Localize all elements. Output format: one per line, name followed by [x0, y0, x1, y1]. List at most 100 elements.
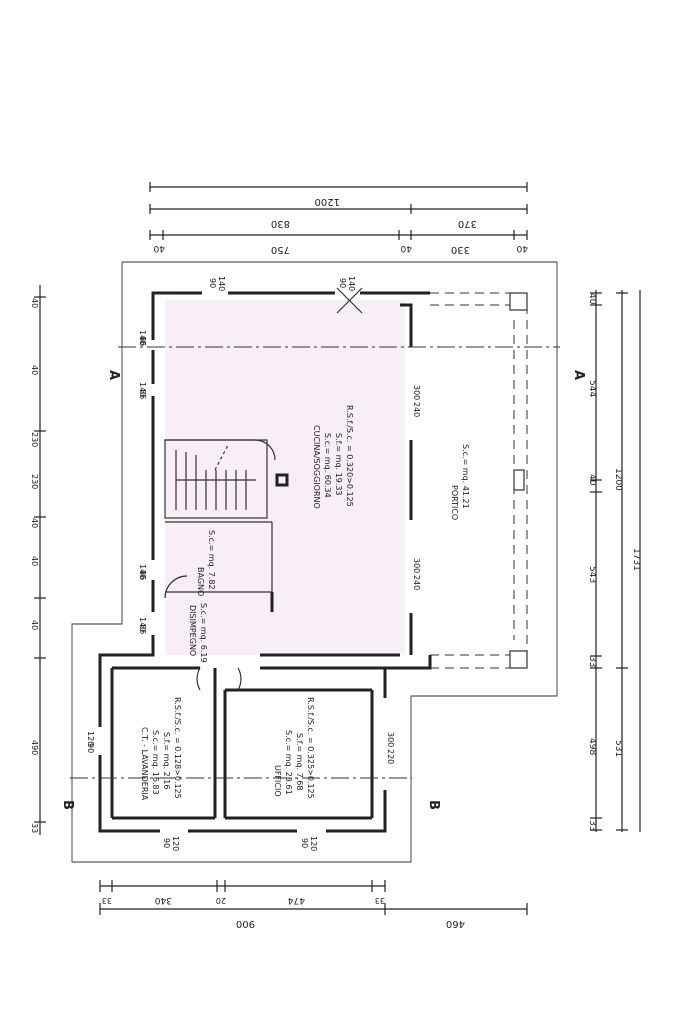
- room-portico-name: PORTICO: [450, 485, 459, 520]
- dim-left-8: 490: [30, 740, 39, 755]
- w-top2-b: 140: [347, 276, 356, 291]
- top-dimensions: 1200 830 370 40 750 40 330 40: [149, 182, 528, 255]
- chimney-mark: [336, 287, 363, 314]
- room-disimpegno-sc: S.c.= mq. 6.19: [199, 603, 208, 663]
- w-left4-a: 140: [138, 617, 147, 632]
- w-left5-a: 120: [86, 731, 95, 746]
- bottom-dimensions: 33 340 20 474 33 900 460: [99, 880, 528, 929]
- room-ufficio-rs: R.S.f./S.c. = 0.325>0.125: [306, 697, 315, 799]
- portico-outline: [430, 292, 528, 669]
- w-right1-b: 240: [412, 402, 421, 417]
- dim-right-544: 544: [587, 380, 597, 397]
- room-portico: PORTICO S.c.= mq. 41.21: [450, 444, 470, 520]
- room-ufficio-sf: S.f.= mq. 7.68: [295, 733, 304, 790]
- dim-bot-460: 460: [446, 918, 465, 929]
- room-lavanderia-sc: S.c.= mq. 16.83: [151, 730, 160, 795]
- dim-top-370: 370: [458, 218, 477, 229]
- dim-left-7: 40: [30, 620, 39, 630]
- room-disimpegno-name: DISIMPEGNO: [188, 605, 197, 656]
- w-top1-b: 140: [217, 276, 226, 291]
- section-a-right: A: [571, 370, 586, 380]
- w-left4-b: 86: [138, 624, 147, 634]
- w-right2-b: 240: [412, 575, 421, 590]
- w-bot1-a: 90: [162, 838, 171, 848]
- w-top1-a: 90: [208, 278, 217, 288]
- room-disimpegno: DISIMPEGNO S.c.= mq. 6.19: [188, 603, 208, 663]
- room-cucina-rs: R.S.f./S.c. = 0.320>0.125: [345, 405, 354, 507]
- left-dimensions: 40 40 230 230 40 40 40 490 33: [30, 285, 46, 835]
- w-bot1-b: 120: [171, 836, 180, 851]
- dim-right-1200: 1200: [613, 468, 623, 491]
- room-bagno-sc: S.c.= mq. 7.82: [207, 530, 216, 590]
- dim-top-40-b: 40: [400, 243, 412, 253]
- dim-left-4: 230: [30, 474, 39, 489]
- room-lavanderia-sf: S.f.= mq. 2.16: [162, 732, 171, 789]
- w-left1-a: 140: [138, 330, 147, 345]
- w-left1-b: 86: [138, 336, 147, 346]
- dim-top-40-c: 40: [516, 243, 528, 253]
- room-cucina-sc: S.c.= mq. 60.34: [323, 433, 332, 498]
- room-ufficio: UFFICIO S.c.= mq. 23.61 S.f.= mq. 7.68 R…: [273, 697, 315, 799]
- w-right3-a: 300: [386, 732, 395, 747]
- dim-right-1731: 1731: [631, 548, 641, 571]
- w-left3-b: 86: [138, 570, 147, 580]
- opening-labels: 90 140 90 140 140 86 140 86 140 86 140 8…: [86, 276, 421, 851]
- dim-top-830: 830: [271, 218, 290, 229]
- dim-bot-20: 20: [216, 896, 226, 905]
- dim-left-1: 40: [30, 298, 39, 308]
- w-right1-a: 300: [412, 385, 421, 400]
- w-bot2-b: 120: [309, 836, 318, 851]
- walls: [98, 291, 432, 833]
- room-lavanderia-name: C.T. - LAVANDERIA: [140, 727, 149, 801]
- room-cucina-sf: S.f.= mq. 19.33: [334, 433, 343, 496]
- staircase: [164, 439, 289, 519]
- dim-right-33-a: 33: [587, 656, 597, 667]
- section-lines: A A B B: [60, 346, 586, 810]
- dim-bot-33-b: 33: [375, 896, 385, 905]
- dim-right-498: 498: [587, 738, 597, 755]
- dim-top-total: 1200: [315, 196, 340, 207]
- dim-left-6: 40: [30, 556, 39, 566]
- dim-left-3: 230: [30, 432, 39, 447]
- dim-top-330: 330: [451, 244, 470, 255]
- w-left2-a: 140: [138, 382, 147, 397]
- right-dimensions: 40 544 40 543 33 498 33 1200 531 1731: [587, 290, 641, 832]
- room-bagno-name: BAGNO: [196, 567, 205, 596]
- dim-bot-340: 340: [155, 895, 172, 905]
- dim-right-33-b: 33: [587, 820, 597, 831]
- dim-bot-900: 900: [236, 918, 255, 929]
- dim-top-40-a: 40: [153, 243, 165, 253]
- room-cucina-name: CUCINA/SOGGIORNO: [312, 425, 321, 509]
- living-area-shading: [165, 300, 405, 655]
- w-right3-b: 220: [386, 749, 395, 764]
- dim-left-2: 40: [30, 365, 39, 375]
- dim-left-5: 40: [30, 518, 39, 528]
- w-bot2-a: 90: [300, 838, 309, 848]
- section-a-left: A: [106, 370, 121, 380]
- dim-right-40-b: 40: [587, 474, 597, 486]
- dim-right-531: 531: [613, 740, 623, 757]
- site-outline: [71, 261, 558, 863]
- w-right2-a: 300: [412, 558, 421, 573]
- dim-right-40-a: 40: [587, 293, 597, 305]
- room-cucina: CUCINA/SOGGIORNO S.c.= mq. 60.34 S.f.= m…: [312, 405, 354, 509]
- dim-bot-474: 474: [288, 895, 305, 905]
- room-bagno: BAGNO S.c.= mq. 7.82: [196, 530, 216, 596]
- w-left3-a: 140: [138, 564, 147, 579]
- dim-left-9: 33: [30, 823, 39, 833]
- room-ufficio-name: UFFICIO: [273, 765, 282, 797]
- w-left2-b: 86: [138, 389, 147, 399]
- dim-top-750: 750: [271, 244, 290, 255]
- room-ufficio-sc: S.c.= mq. 23.61: [284, 730, 293, 795]
- w-top2-a: 90: [338, 278, 347, 288]
- section-b-left: B: [60, 800, 75, 810]
- dim-bot-33-a: 33: [102, 896, 112, 905]
- room-lavanderia: C.T. - LAVANDERIA S.c.= mq. 16.83 S.f.= …: [140, 697, 182, 801]
- section-b-right: B: [426, 800, 441, 810]
- dim-right-543: 543: [587, 566, 597, 583]
- room-portico-sc: S.c.= mq. 41.21: [461, 444, 470, 509]
- w-left5-b: 90: [86, 743, 95, 753]
- room-lavanderia-rs: R.S.f./S.c. = 0.128>0.125: [173, 697, 182, 799]
- doors: [164, 575, 274, 691]
